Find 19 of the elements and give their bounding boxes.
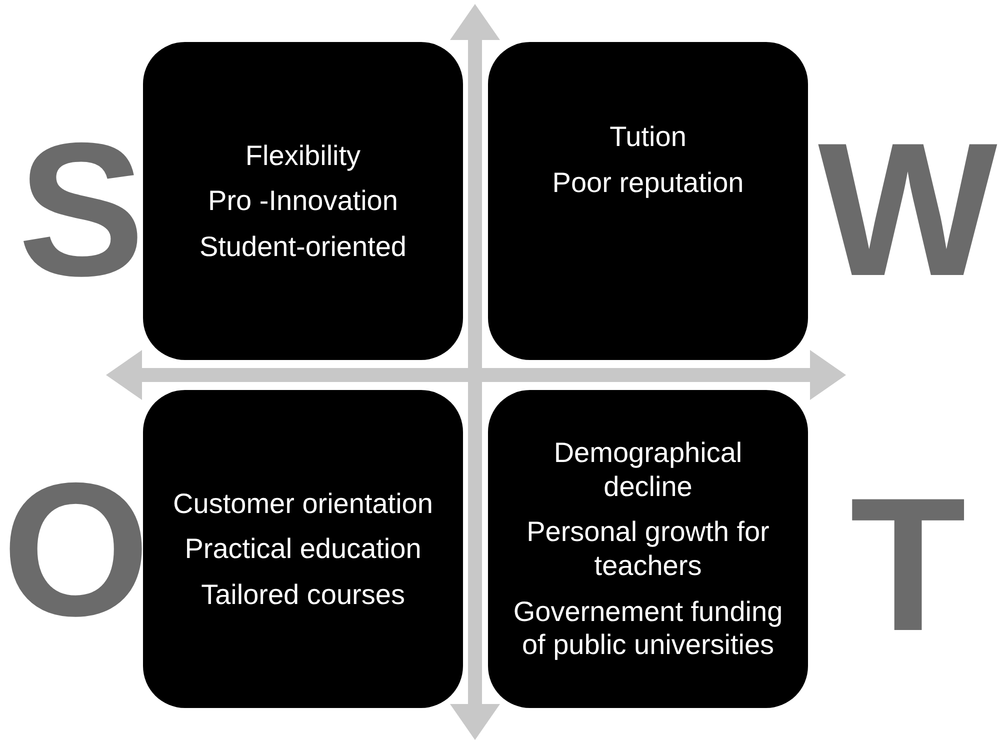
list-item: Practical education xyxy=(184,532,422,566)
list-item: Poor reputation xyxy=(552,166,744,200)
list-item: Demographical decline xyxy=(552,436,744,504)
list-item: Student-oriented xyxy=(199,230,407,264)
quadrant-box xyxy=(488,42,808,360)
list-item: Customer orientation xyxy=(173,486,433,520)
list-item: Flexibility xyxy=(245,138,361,172)
list-item: Governement funding of public universities xyxy=(512,594,784,662)
list-item: Personal growth for teachers xyxy=(526,515,770,583)
quadrant-letter: T xyxy=(850,470,966,660)
quadrant-box xyxy=(143,390,463,708)
quadrant-letter: O xyxy=(2,455,150,645)
quadrant-letter: W xyxy=(818,115,998,305)
list-item: Pro -Innovation xyxy=(208,184,398,218)
list-item: Tailored courses xyxy=(201,578,405,612)
list-item: Tution xyxy=(610,120,686,154)
quadrant-box xyxy=(488,390,808,708)
quadrant-letter: S xyxy=(18,115,145,305)
quadrant-box xyxy=(143,42,463,360)
